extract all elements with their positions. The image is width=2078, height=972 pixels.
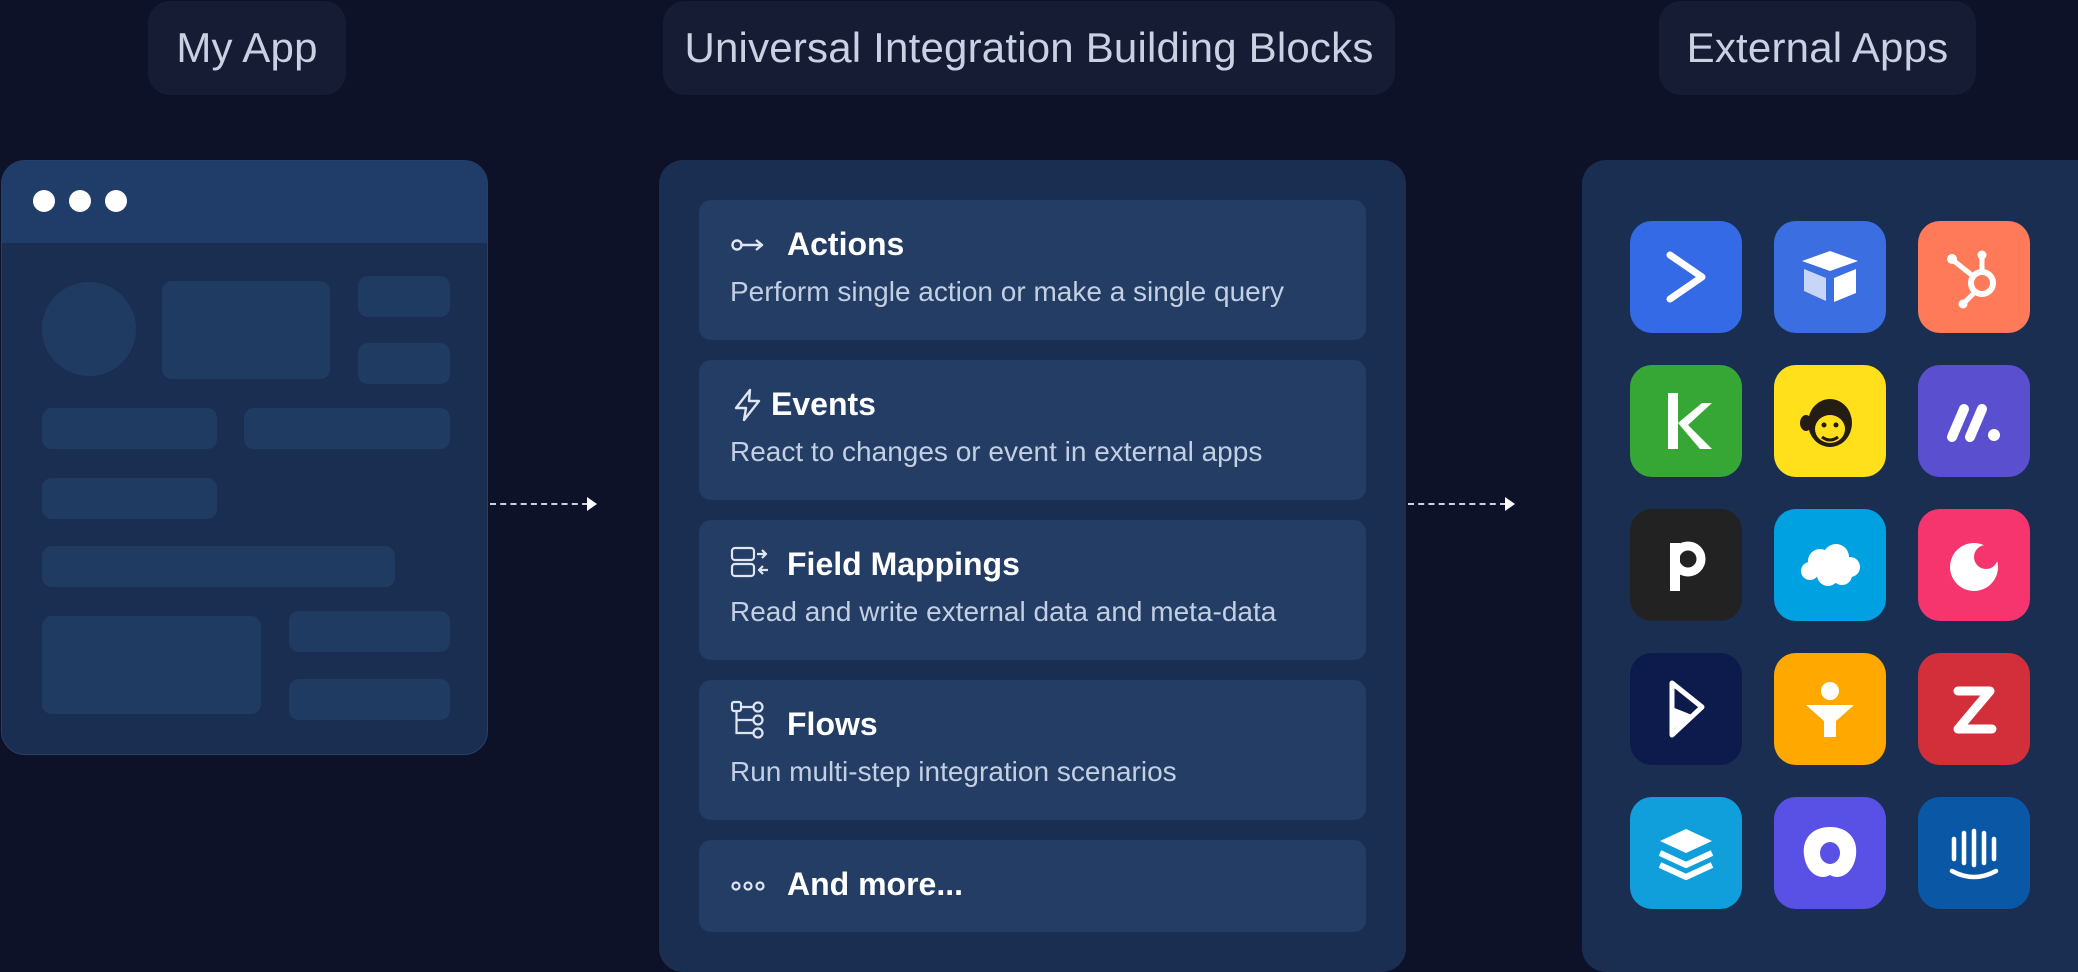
- placeholder-block: [289, 611, 450, 652]
- block-card-actions[interactable]: Actions Perform single action or make a …: [699, 200, 1366, 340]
- monday-logo-icon[interactable]: [1918, 365, 2030, 477]
- placeholder-block: [42, 408, 217, 449]
- pipedrive-logo-icon[interactable]: [1630, 509, 1742, 621]
- header-my-app: My App: [148, 1, 346, 95]
- block-title: Events: [771, 386, 876, 422]
- building-blocks-panel: Actions Perform single action or make a …: [659, 160, 1406, 972]
- window-dot-icon: [33, 190, 55, 212]
- browser-title-bar: [2, 161, 487, 243]
- placeholder-block: [289, 679, 450, 720]
- flow-nodes-icon: [730, 700, 764, 739]
- zendesk-logo-icon[interactable]: [1918, 653, 2030, 765]
- block-title: Actions: [787, 226, 905, 262]
- copper-logo-icon[interactable]: [1918, 509, 2030, 621]
- mailchimp-logo-icon[interactable]: [1774, 365, 1886, 477]
- placeholder-block: [42, 616, 261, 714]
- window-dot-icon: [69, 190, 91, 212]
- external-apps-panel: [1582, 160, 2078, 972]
- placeholder-block: [42, 478, 217, 519]
- connector-line-right: [1408, 503, 1506, 505]
- arrow-right-icon: [587, 497, 597, 511]
- header-building-blocks-label: Universal Integration Building Blocks: [684, 24, 1374, 71]
- block-card-flows[interactable]: Flows Run multi-step integration scenari…: [699, 680, 1366, 820]
- placeholder-block: [42, 546, 395, 587]
- arrow-right-icon: [1505, 497, 1515, 511]
- connector-line-left: [490, 503, 588, 505]
- block-card-field-mappings[interactable]: Field Mappings Read and write external d…: [699, 520, 1366, 660]
- placeholder-block: [358, 343, 450, 384]
- airtable-box-logo-icon[interactable]: [1774, 221, 1886, 333]
- placeholder-block: [358, 276, 450, 317]
- block-description: Run multi-step integration scenarios: [730, 756, 1177, 787]
- block-title: Field Mappings: [787, 546, 1020, 582]
- block-title: Flows: [787, 706, 878, 742]
- header-external-apps: External Apps: [1659, 1, 1976, 95]
- my-app-browser-mockup: [1, 160, 488, 755]
- hubspot-logo-icon[interactable]: [1918, 221, 2030, 333]
- dynamics-logo-icon[interactable]: [1630, 653, 1742, 765]
- placeholder-block: [162, 281, 330, 379]
- mapping-arrows-icon: [730, 546, 768, 578]
- header-my-app-label: My App: [176, 24, 318, 71]
- placeholder-block: [244, 408, 450, 449]
- block-card-events[interactable]: Events React to changes or event in exte…: [699, 360, 1366, 500]
- block-title: And more...: [787, 866, 964, 902]
- block-description: Read and write external data and meta-da…: [730, 596, 1277, 627]
- stack-layers-logo-icon[interactable]: [1630, 797, 1742, 909]
- header-external-apps-label: External Apps: [1686, 24, 1949, 71]
- outreach-logo-icon[interactable]: [1774, 797, 1886, 909]
- placeholder-avatar: [42, 282, 136, 376]
- window-dot-icon: [105, 190, 127, 212]
- funnel-person-logo-icon[interactable]: [1774, 653, 1886, 765]
- block-description: React to changes or event in external ap…: [730, 436, 1263, 467]
- ellipsis-dots-icon: [731, 881, 765, 891]
- block-card-and-more[interactable]: And more...: [699, 840, 1366, 932]
- salesforce-cloud-logo-icon[interactable]: [1774, 509, 1886, 621]
- lightning-bolt-icon: [734, 388, 761, 422]
- header-building-blocks: Universal Integration Building Blocks: [663, 1, 1395, 95]
- block-description: Perform single action or make a single q…: [730, 276, 1285, 307]
- activecampaign-logo-icon[interactable]: [1630, 221, 1742, 333]
- intercom-logo-icon[interactable]: [1918, 797, 2030, 909]
- key-arrow-icon: [731, 239, 764, 251]
- keap-logo-icon[interactable]: [1630, 365, 1742, 477]
